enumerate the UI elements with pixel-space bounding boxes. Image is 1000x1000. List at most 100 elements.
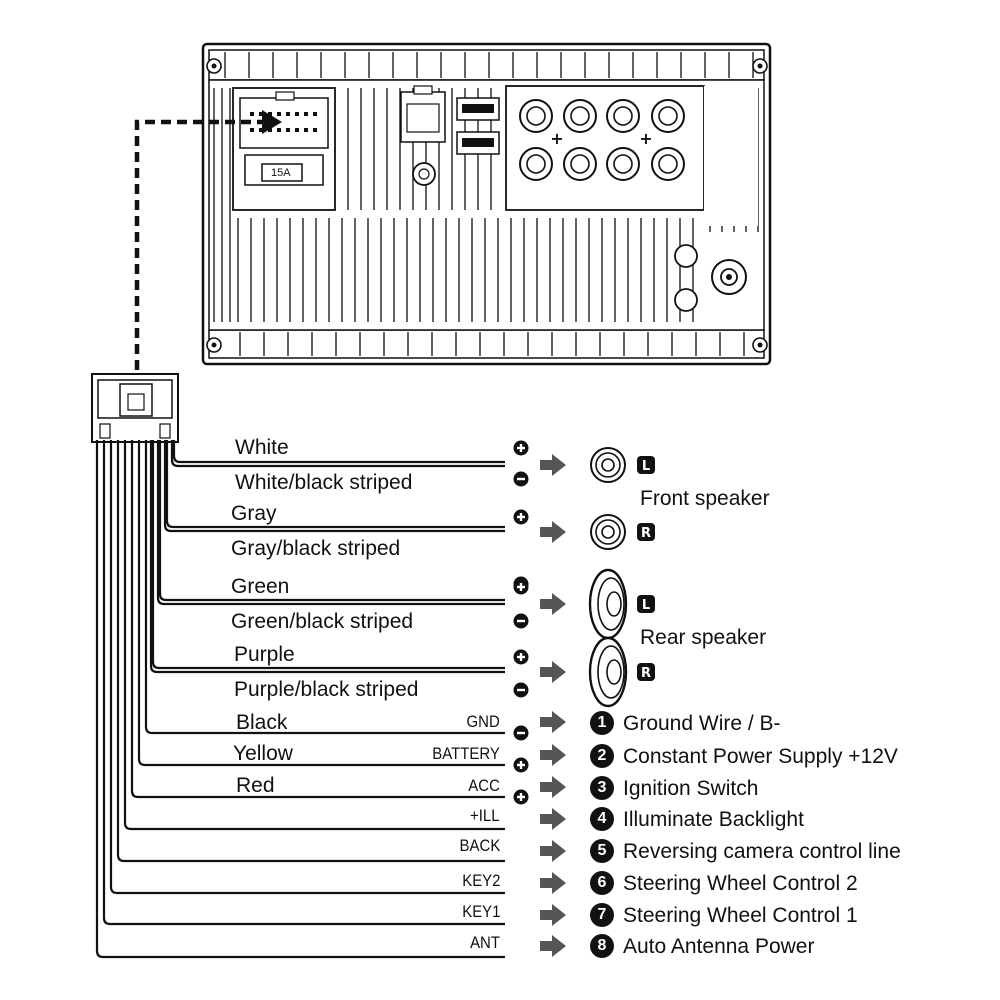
head-unit-rear-panel: + +: [201, 42, 772, 366]
socket-pin: [304, 112, 308, 116]
connection-path: [134, 110, 282, 370]
pin-label-acc: ACC: [468, 776, 500, 795]
pin-label-battery: BATTERY: [432, 744, 500, 763]
polarity-markers: [513, 440, 529, 805]
screw-center: [757, 63, 763, 69]
socket-pin: [250, 128, 254, 132]
svg-text:+: +: [639, 129, 652, 148]
wire-8: [149, 440, 505, 674]
wire-7: [151, 440, 505, 670]
socket-pin: [277, 112, 281, 116]
harness-plug: [91, 373, 179, 443]
pin-label-ill: +ILL: [470, 806, 500, 825]
arrow-right-icon: [540, 711, 566, 733]
function-badge-6: 6: [590, 871, 614, 895]
front-speaker-label: Front speaker: [640, 487, 770, 510]
wire-label-purple: Purple: [234, 643, 295, 666]
function-badge-3: 3: [590, 776, 614, 800]
arrow-right-icon: [540, 744, 566, 766]
wire-label-yellow: Yellow: [233, 742, 293, 765]
wire-15: [102, 440, 505, 926]
antenna-port-area: [674, 86, 758, 312]
socket-pin: [313, 128, 317, 132]
channel-label: L: [642, 459, 650, 474]
rca-jack-inner: [570, 106, 590, 126]
socket-pin: [250, 112, 254, 116]
arrow-right-icon: [540, 661, 566, 683]
wire-2: [170, 440, 505, 468]
rca-jack-inner: [570, 154, 590, 174]
function-ground-wire: Ground Wire / B-: [623, 712, 781, 735]
channel-label: L: [642, 598, 650, 613]
socket-pin: [268, 112, 272, 116]
function-steering-wheel-1: Steering Wheel Control 1: [623, 904, 858, 927]
channel-label: R: [641, 526, 651, 541]
wire-label-purple-black: Purple/black striped: [234, 678, 419, 701]
heat-sink-fins-top: [237, 88, 694, 322]
function-badge-8: 8: [590, 934, 614, 958]
wire-11: [130, 440, 505, 799]
socket-pin: [313, 112, 317, 116]
arrow-right-icon: [540, 454, 566, 476]
channel-badge: [637, 595, 655, 613]
wire-3: [165, 440, 505, 529]
wire-13: [116, 440, 505, 863]
function-badge-5: 5: [590, 839, 614, 863]
socket-pin: [286, 128, 290, 132]
arrow-right-icon: [540, 935, 566, 957]
speaker-icons: L R L R: [588, 447, 655, 708]
socket-pin: [259, 128, 263, 132]
arrow-right-icon: [540, 593, 566, 615]
pin-label-back: BACK: [459, 836, 500, 855]
wire-10: [137, 440, 505, 767]
wire-label-white: White: [235, 436, 289, 459]
wire-16: [95, 440, 505, 959]
wire-label-red: Red: [236, 774, 275, 797]
wire-6: [156, 440, 505, 606]
wire-14: [109, 440, 505, 895]
socket-pin: [295, 128, 299, 132]
wire-9: [144, 440, 505, 735]
rca-jack-inner: [658, 106, 678, 126]
function-constant-power: Constant Power Supply +12V: [623, 745, 898, 768]
arrow-right-icon: [540, 840, 566, 862]
function-steering-wheel-2: Steering Wheel Control 2: [623, 872, 858, 895]
wire-label-white-black: White/black striped: [235, 471, 413, 494]
pin-label-gnd: GND: [466, 712, 500, 731]
channel-badge: [637, 523, 655, 541]
function-illuminate-backlight: Illuminate Backlight: [623, 808, 804, 831]
function-badge-2: 2: [590, 744, 614, 768]
function-badge-4: 4: [590, 807, 614, 831]
arrow-right-icon: [540, 521, 566, 543]
pin-label-ant: ANT: [470, 933, 500, 952]
rca-jack-inner: [526, 106, 546, 126]
arrow-right-icon: [540, 904, 566, 926]
heat-sink-fins-bottom: [224, 52, 754, 356]
mounting-screws: [206, 58, 768, 353]
speaker-dome: [606, 591, 622, 617]
screw-center: [211, 63, 217, 69]
wire-harness: [95, 440, 505, 959]
pin-label-key1: KEY1: [461, 902, 500, 921]
screw-center: [211, 342, 217, 348]
arrow-right-icon: [540, 808, 566, 830]
wire-1: [172, 440, 505, 464]
function-reversing-camera: Reversing camera control line: [623, 840, 901, 863]
socket-pin: [268, 128, 272, 132]
socket-pin: [295, 112, 299, 116]
wire-4: [163, 440, 505, 533]
speaker-dome: [601, 525, 615, 539]
function-badge-1: 1: [590, 711, 614, 735]
rca-jack-inner: [613, 106, 633, 126]
wire-label-green-black: Green/black striped: [231, 610, 414, 633]
channel-badge: [637, 456, 655, 474]
arrow-right-icon: [540, 776, 566, 798]
function-ignition-switch: Ignition Switch: [623, 777, 759, 800]
signal-arrows: [540, 454, 566, 957]
socket-pin: [259, 112, 263, 116]
function-badge-7: 7: [590, 903, 614, 927]
channel-label: R: [641, 666, 651, 681]
channel-badge: [637, 663, 655, 681]
wire-5: [158, 440, 505, 602]
